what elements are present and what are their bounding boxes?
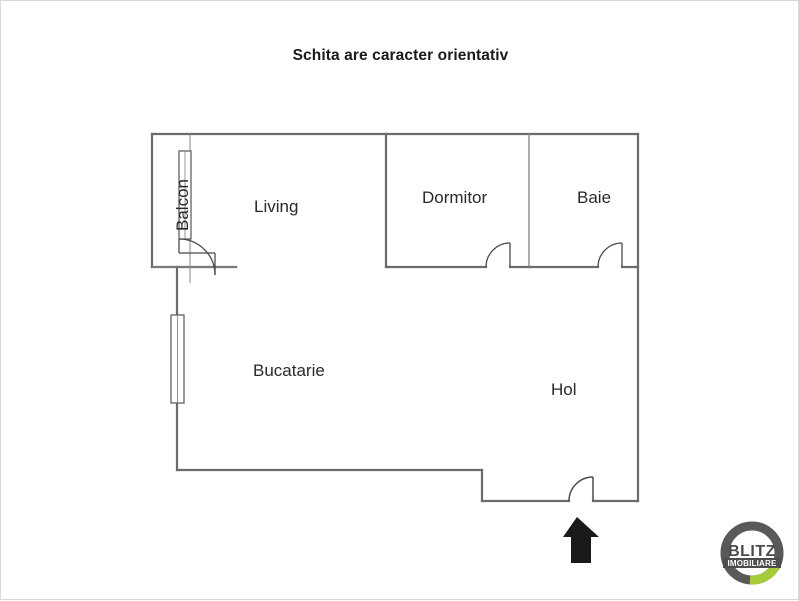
interior-walls: [384, 132, 640, 269]
bathroom-door-swing: [597, 242, 623, 268]
room-label-living: Living: [254, 197, 299, 216]
kitchen-window: [170, 314, 185, 404]
room-label-balcon: Balcon: [173, 179, 192, 231]
blitz-imobiliare-logo-mark: BLITZ IMOBILIARE: [720, 521, 784, 585]
brand-logo: BLITZ IMOBILIARE: [717, 520, 787, 588]
room-label-baie: Baie: [577, 188, 612, 207]
exterior-walls: [150, 132, 640, 503]
page-title: Schita are caracter orientativ: [292, 47, 509, 64]
entrance-door-swing: [568, 476, 594, 502]
logo-tagline-text: IMOBILIARE: [727, 559, 777, 568]
entrance-direction-arrow: [563, 517, 599, 563]
room-label-hol: Hol: [551, 380, 577, 399]
balcony-door-swing: [178, 238, 216, 276]
room-label-bucatarie: Bucatarie: [253, 361, 325, 380]
room-label-dormitor: Dormitor: [422, 188, 488, 207]
balcony-outline: [152, 134, 236, 283]
bedroom-door-swing: [485, 242, 511, 268]
logo-brand-text: BLITZ: [728, 543, 776, 560]
